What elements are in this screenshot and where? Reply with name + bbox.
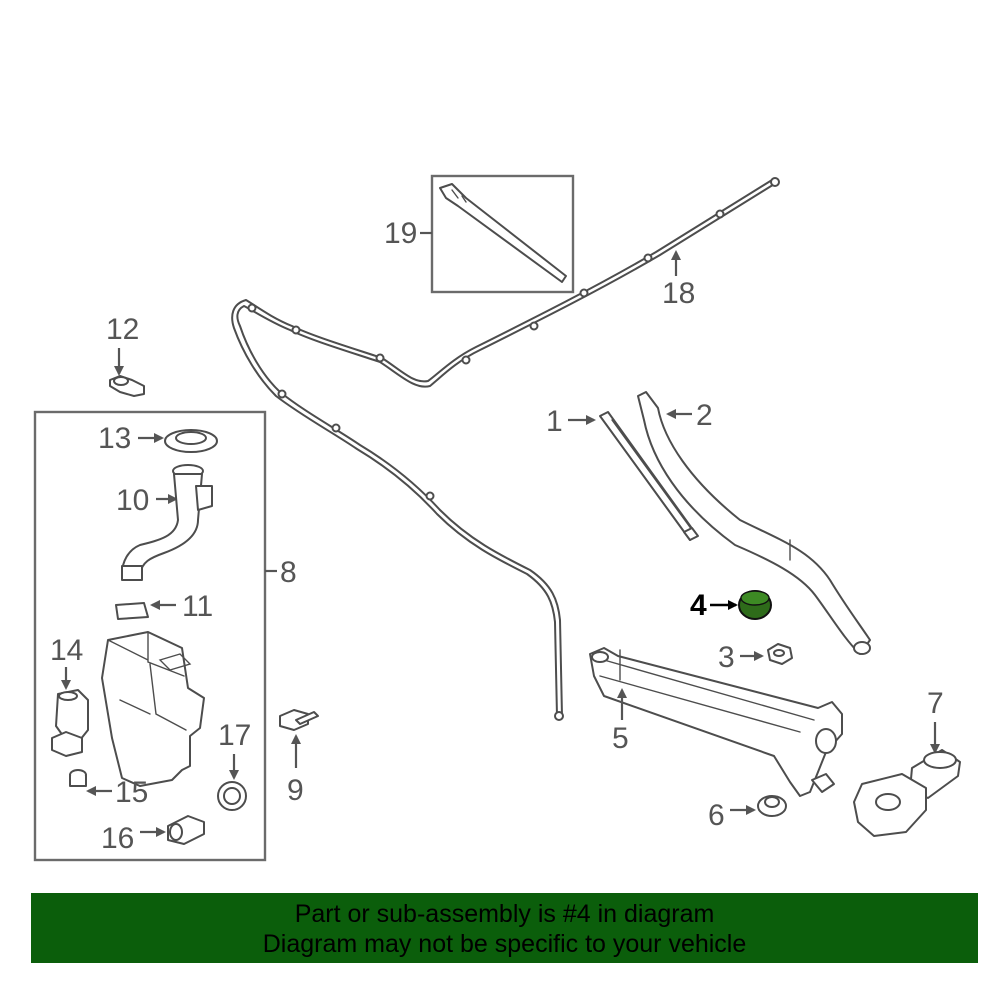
grommet-17 bbox=[217, 781, 247, 811]
inset-box-19 bbox=[420, 174, 575, 294]
wiper-blade-1 bbox=[599, 411, 699, 541]
label-11: 11 bbox=[182, 590, 213, 623]
label-12: 12 bbox=[106, 313, 139, 346]
washer-pump-14 bbox=[51, 689, 89, 757]
seal-11 bbox=[115, 602, 149, 620]
grommet-6 bbox=[757, 795, 787, 817]
label-1: 1 bbox=[546, 405, 563, 438]
label-19: 19 bbox=[384, 217, 417, 250]
reservoir-box-8 bbox=[33, 410, 267, 862]
label-3: 3 bbox=[718, 641, 735, 674]
grommet-15 bbox=[69, 769, 87, 787]
washer-hose-18 bbox=[231, 177, 780, 721]
reservoir-tank bbox=[101, 631, 205, 787]
label-9: 9 bbox=[287, 774, 304, 807]
label-5: 5 bbox=[612, 722, 629, 755]
label-14: 14 bbox=[50, 634, 83, 667]
label-7: 7 bbox=[927, 687, 944, 720]
banner-line-1: Part or sub-assembly is #4 in diagram bbox=[294, 900, 715, 928]
clip-12 bbox=[109, 375, 145, 397]
label-10: 10 bbox=[116, 484, 149, 517]
bolt-9 bbox=[279, 709, 319, 731]
cap-4-highlighted[interactable] bbox=[738, 590, 772, 620]
wiper-arm-2 bbox=[637, 391, 871, 655]
label-16: 16 bbox=[101, 822, 134, 855]
cap-13 bbox=[164, 429, 218, 453]
wiper-linkage-5 bbox=[589, 647, 843, 797]
label-17: 17 bbox=[218, 719, 251, 752]
banner-line-2: Diagram may not be specific to your vehi… bbox=[262, 930, 747, 958]
info-banner: Part or sub-assembly is #4 in diagram Di… bbox=[31, 893, 978, 963]
connector-16 bbox=[167, 815, 205, 845]
filler-neck-10 bbox=[121, 464, 213, 581]
wiper-motor-7 bbox=[853, 749, 961, 837]
label-2: 2 bbox=[696, 399, 713, 432]
label-15: 15 bbox=[115, 776, 148, 809]
label-13: 13 bbox=[98, 422, 131, 455]
label-18: 18 bbox=[662, 277, 695, 310]
label-4: 4 bbox=[690, 589, 707, 622]
label-6: 6 bbox=[708, 799, 725, 832]
nut-3 bbox=[767, 643, 793, 665]
banner-background bbox=[31, 893, 978, 963]
label-8: 8 bbox=[280, 556, 297, 589]
